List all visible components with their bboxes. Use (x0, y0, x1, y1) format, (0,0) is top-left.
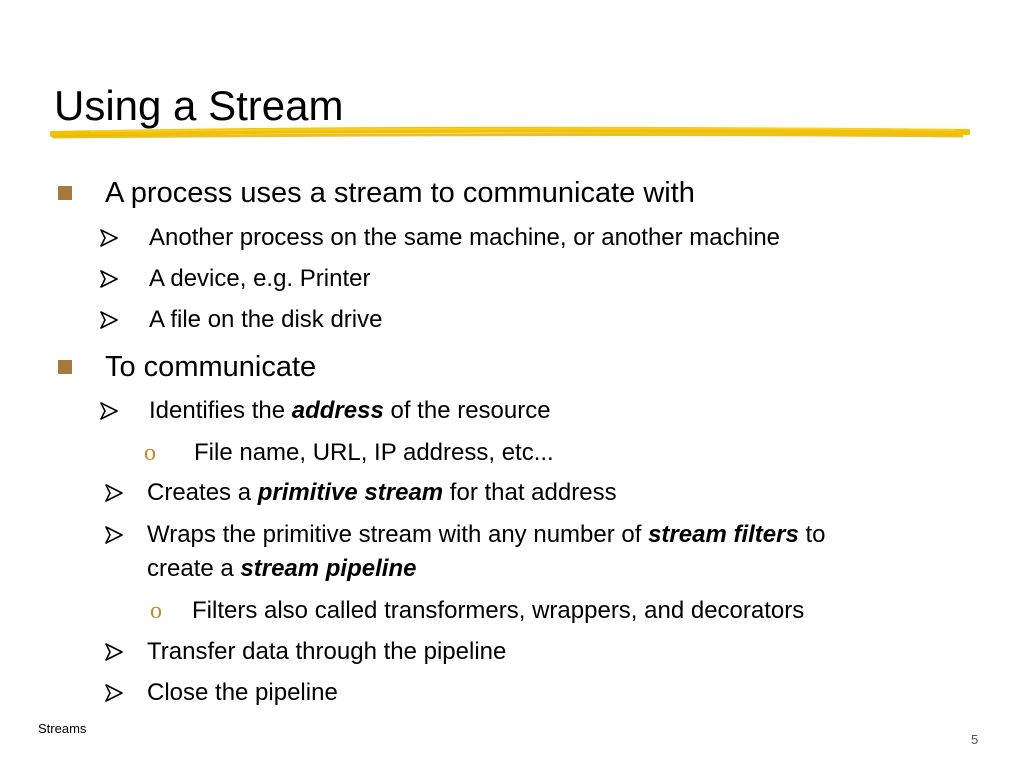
sub-bullet-creates: Creates a primitive stream for that addr… (147, 478, 617, 508)
sub-bullet-device: A device, e.g. Printer (149, 265, 371, 292)
sub-bullet-wraps-line1: Wraps the primitive stream with any numb… (147, 520, 826, 550)
bullet-process: A process uses a stream to communicate w… (105, 177, 695, 209)
identifies-text-pre: Identifies the (149, 397, 292, 424)
arrow-bullet-icon (105, 643, 123, 661)
sub-bullet-identifies: Identifies the address of the resource (149, 396, 551, 426)
sub-bullet-file: A file on the disk drive (149, 306, 383, 333)
arrow-bullet-icon (105, 526, 123, 544)
sub-sub-bullet-file-name: File name, URL, IP address, etc... (194, 439, 554, 466)
footer-label: Streams (38, 721, 87, 736)
arrow-bullet-icon (100, 229, 118, 247)
wraps-emphasis-filters: stream filters (648, 521, 799, 548)
sub-bullet-wraps-line2: create a stream pipeline (147, 554, 416, 584)
identifies-text-post: of the resource (383, 397, 551, 424)
circle-bullet-icon: o (144, 440, 156, 466)
page-number: 5 (971, 732, 979, 747)
arrow-bullet-icon (100, 402, 118, 420)
wraps-text-mid: to (798, 521, 826, 548)
wraps-line2-pre: create a (147, 555, 241, 582)
sub-bullet-close: Close the pipeline (147, 679, 338, 706)
arrow-bullet-icon (100, 270, 118, 288)
circle-bullet-icon: o (150, 598, 162, 624)
bullet-to-communicate: To communicate (105, 351, 317, 383)
creates-text-post: for that address (443, 479, 617, 506)
title-underline (50, 126, 970, 139)
arrow-bullet-icon (100, 311, 118, 329)
sub-sub-bullet-filters: Filters also called transformers, wrappe… (192, 597, 805, 624)
wraps-text-pre: Wraps the primitive stream with any numb… (147, 521, 649, 548)
sub-bullet-transfer: Transfer data through the pipeline (147, 638, 507, 665)
sub-bullet-another-process: Another process on the same machine, or … (149, 224, 781, 251)
arrow-bullet-icon (105, 684, 123, 702)
wraps-emphasis-pipeline: stream pipeline (240, 555, 417, 582)
arrow-bullet-icon (105, 484, 123, 502)
square-bullet-icon (58, 360, 72, 374)
identifies-emphasis: address (291, 397, 384, 424)
creates-text-pre: Creates a (147, 479, 258, 506)
square-bullet-icon (58, 186, 72, 200)
creates-emphasis: primitive stream (257, 479, 444, 506)
slide-title: Using a Stream (54, 82, 344, 129)
